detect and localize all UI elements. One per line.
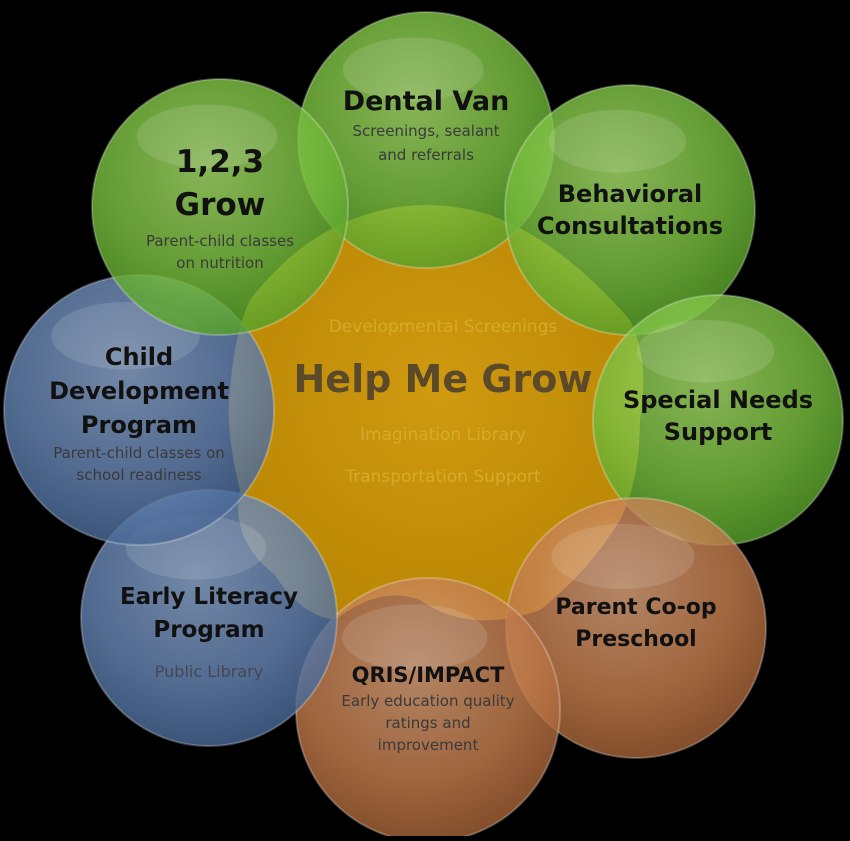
petal-dental-title-line: Dental Van [343,86,510,117]
petal-cdp-title-line: Program [81,411,197,439]
center-item-screenings: Developmental Screenings [329,317,558,337]
petal-coop-title-line: Parent Co-op [555,595,716,620]
center-title: Help Me Grow [294,357,593,401]
petal-qris-subtitle-line: ratings and [385,714,470,732]
petal-qris-subtitle-line: improvement [378,736,479,754]
petal-qris: QRIS/IMPACT Early education quality rating… [295,577,561,841]
petal-grow123-subtitle-line: Parent-child classes [146,232,294,250]
petal-special-title-line: Support [664,418,773,446]
petal-coop-highlight [551,524,695,589]
center-item-transportation: Transportation Support [344,467,541,487]
petal-dental-highlight [342,37,484,102]
petal-grow123-title-line: Grow [175,187,266,223]
petal-cdp-title-line: Child [105,343,173,371]
petal-grow123-highlight [136,104,278,169]
petal-grow123-title-line: 1,2,3 [176,144,264,180]
petal-literacy-subtitle-line: Public Library [155,662,263,681]
center-hub-shape [228,205,644,621]
petal-behavioral-title-line: Behavioral [558,180,702,208]
petal-coop-title-line: Preschool [575,627,696,652]
petal-literacy-title-line: Program [153,617,264,643]
petal-grow123-subtitle-line: on nutrition [176,254,263,272]
petal-cdp-subtitle-line: school readiness [76,466,201,484]
petal-special-title-line: Special Needs [623,386,813,414]
petal-dental-subtitle-line: and referrals [378,146,474,164]
petal-behavioral-title-line: Consultations [537,212,723,240]
petal-qris-title-line: QRIS/IMPACT [352,663,505,687]
petal-grow123-circle [91,78,349,336]
center-hub: Developmental Screenings Help Me Grow Im… [294,317,593,487]
petal-dental-subtitle-line: Screenings, sealant [352,122,499,140]
center-item-imagination: Imagination Library [360,425,526,445]
petal-special-highlight [636,320,775,383]
petal-qris-subtitle-line: Early education quality [341,692,514,710]
petal-qris-highlight [342,604,488,671]
petal-behavioral-highlight [548,110,687,173]
petal-cdp-subtitle-line: Parent-child classes on [53,444,225,462]
petal-literacy-title-line: Early Literacy [120,584,298,610]
petal-cdp-title-line: Development [49,377,229,405]
